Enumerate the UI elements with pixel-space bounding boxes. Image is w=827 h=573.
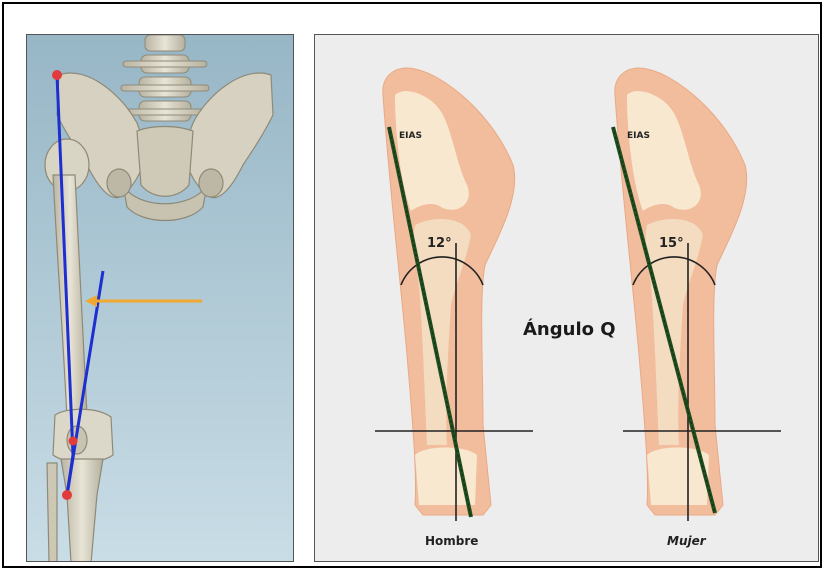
diagram-title: Ángulo Q	[523, 318, 616, 340]
q-angle-panel: EIAS 12° Hombre EIAS 15° Mujer Ángulo Q	[314, 34, 819, 562]
angle-label: 15°	[659, 236, 684, 251]
eias-label: EIAS	[627, 131, 650, 141]
tibial-tuberosity-point	[62, 490, 72, 500]
q-angle-diagram: EIAS 12° Hombre EIAS 15° Mujer Ángulo Q	[315, 35, 819, 562]
knee	[53, 409, 113, 462]
asis-point	[52, 70, 62, 80]
patella-point	[69, 437, 78, 446]
skeleton-illustration	[27, 35, 294, 562]
skeleton-panel	[26, 34, 294, 562]
caption: Mujer	[667, 534, 707, 548]
angle-label: 12°	[427, 236, 452, 251]
eias-label: EIAS	[399, 131, 422, 141]
caption: Hombre	[425, 534, 478, 548]
